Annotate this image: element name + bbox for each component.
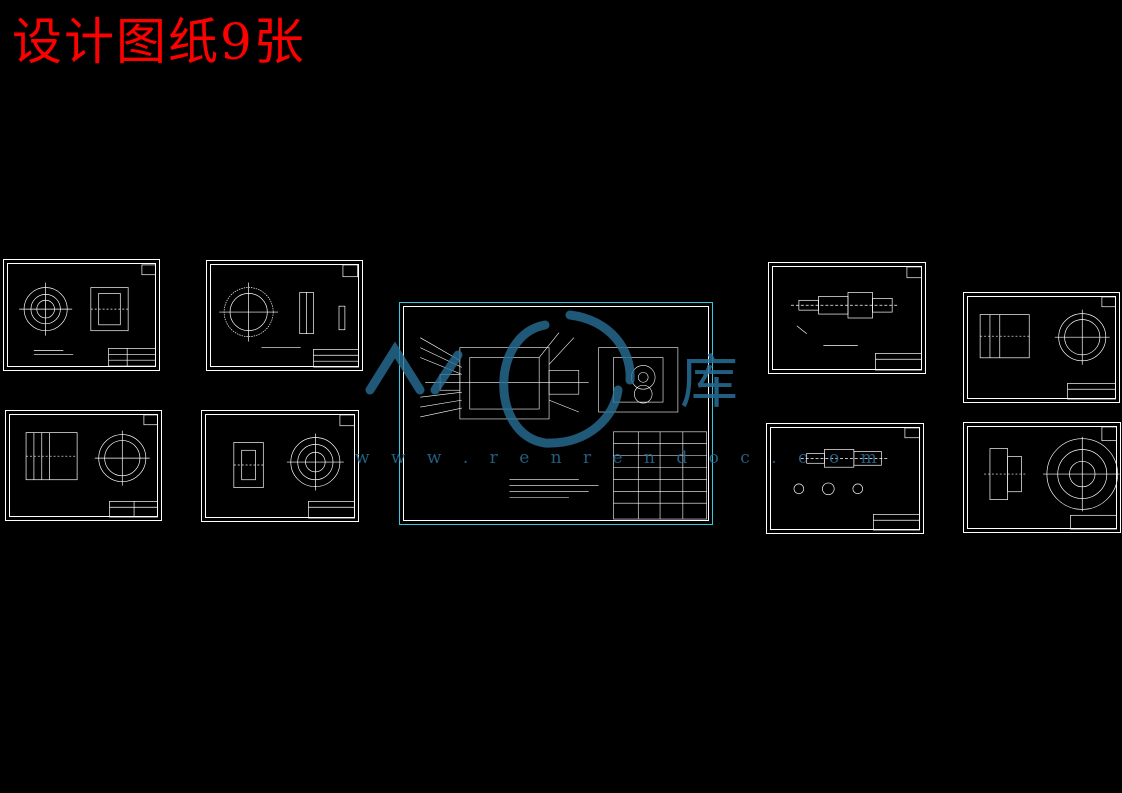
sheet-border	[210, 264, 359, 367]
drawing-sheet-assembly[interactable]	[399, 302, 713, 525]
drawing-sheet-9[interactable]	[963, 422, 1121, 533]
part-drawing-shaft-sections	[793, 427, 920, 531]
drawing-sheet-6[interactable]	[768, 262, 926, 374]
sheet-border	[403, 306, 709, 521]
watermark-url: w w w . r e n r e n d o c . c o m	[355, 448, 885, 468]
assembly-drawing	[420, 332, 707, 520]
drawing-sheet-7[interactable]	[963, 292, 1120, 403]
part-drawing-bushing	[979, 296, 1116, 400]
page-title: 设计图纸9张	[12, 13, 306, 71]
part-drawing-shaft	[791, 266, 922, 371]
sheet-border	[772, 266, 922, 370]
part-drawing-ring-slotted	[19, 264, 156, 367]
sheet-border	[9, 414, 158, 517]
drawing-sheet-2[interactable]	[206, 260, 363, 371]
part-drawing-disc	[984, 426, 1120, 530]
part-drawing-gear-ring	[219, 264, 359, 368]
sheet-border	[205, 414, 355, 518]
sheet-border	[7, 263, 156, 367]
drawing-sheet-3[interactable]	[5, 410, 162, 521]
watermark-glyph: 库	[680, 348, 739, 416]
sheet-border	[967, 426, 1117, 529]
sheet-border	[967, 296, 1116, 399]
part-drawing-flange	[233, 414, 355, 519]
part-drawing-sleeve	[25, 414, 158, 518]
sheet-border	[770, 427, 920, 530]
drawing-sheet-8[interactable]	[766, 423, 924, 534]
drawing-sheet-1[interactable]	[3, 259, 160, 371]
drawing-sheet-4[interactable]	[201, 410, 359, 522]
